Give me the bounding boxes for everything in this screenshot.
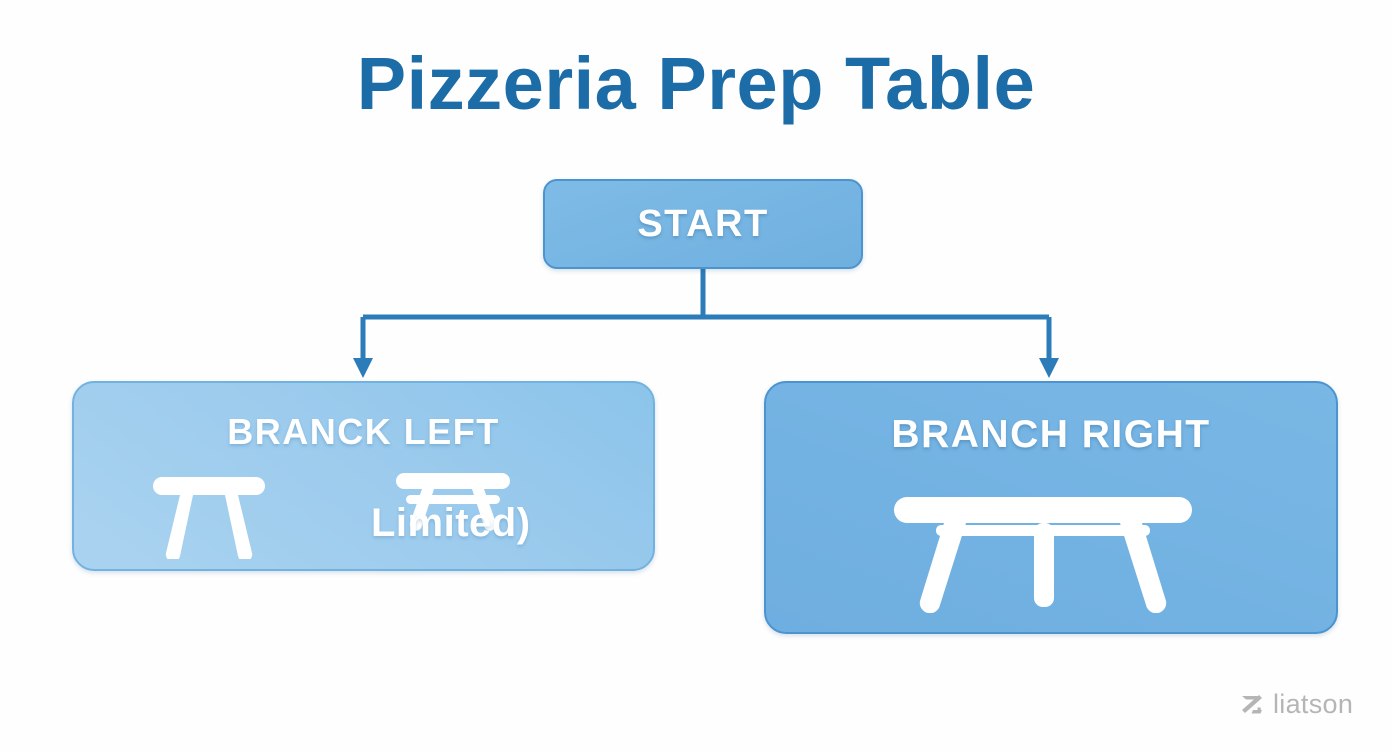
node-branch-right-label: BRANCH RIGHT: [891, 413, 1211, 456]
node-start-label: START: [637, 202, 769, 245]
table-icon: [396, 473, 510, 531]
node-branch-left-caption: Limited): [371, 501, 531, 545]
watermark: liatson: [1238, 690, 1353, 718]
node-branch-right[interactable]: BRANCH RIGHT: [764, 381, 1338, 634]
watermark-text: liatson: [1273, 688, 1354, 719]
page-title: Pizzeria Prep Table: [356, 42, 1036, 125]
liatson-logo-icon: [1242, 695, 1262, 714]
node-branch-left-label: BRANCK LEFT: [227, 411, 500, 452]
table-icon: [153, 477, 265, 559]
node-branch-left[interactable]: BRANCK LEFT Limited): [72, 381, 655, 571]
node-start[interactable]: START: [543, 179, 863, 269]
table-icon: [894, 497, 1192, 613]
